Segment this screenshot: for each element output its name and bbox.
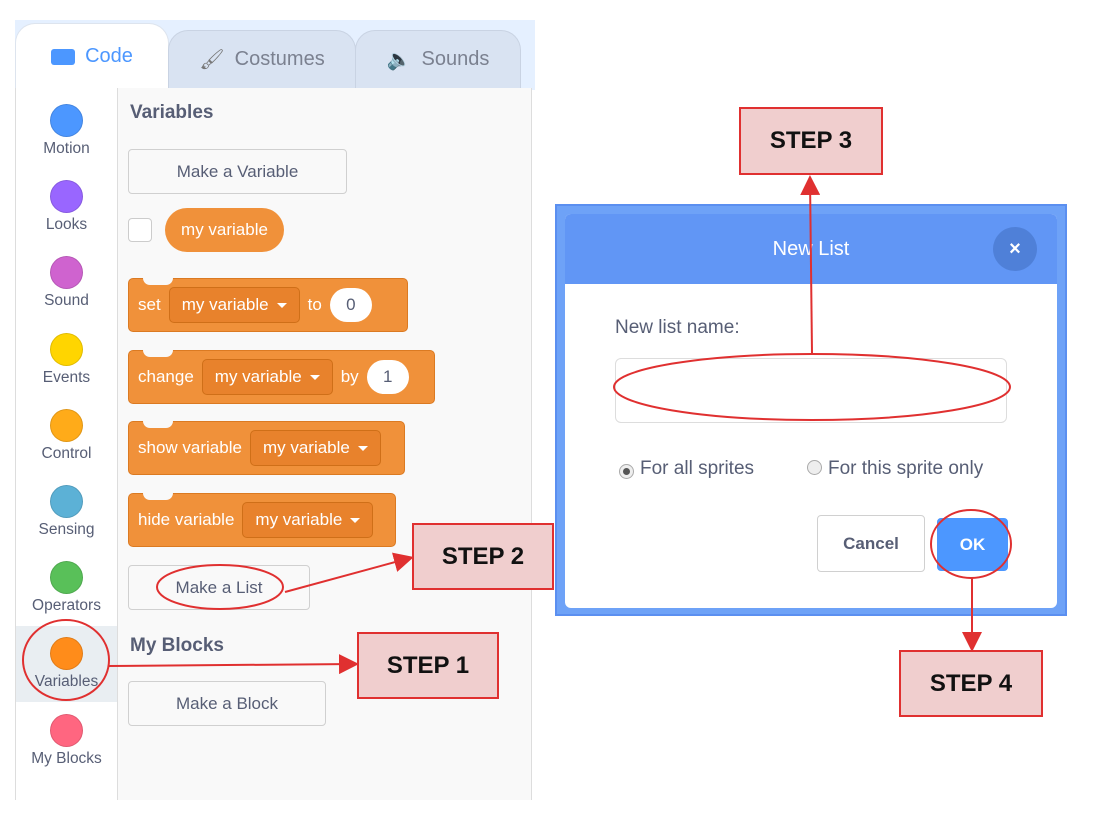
category-my-blocks[interactable]: My Blocks <box>16 703 117 779</box>
variables-highlight <box>22 619 110 701</box>
step1-label: STEP 1 <box>357 632 499 699</box>
category-dot-icon <box>50 637 83 671</box>
set-variable-block[interactable]: set my variable to 0 <box>128 278 408 332</box>
variable-dropdown[interactable]: my variable <box>168 287 300 323</box>
my-blocks-heading: My Blocks <box>130 635 224 656</box>
category-dot-icon <box>50 485 83 518</box>
radio-all-sprites[interactable]: For all sprites <box>619 458 754 480</box>
category-dot-icon <box>50 408 83 442</box>
radio-this-sprite[interactable]: For this sprite only <box>807 458 983 480</box>
brush-icon: 🖌 <box>199 49 225 71</box>
category-motion[interactable]: Motion <box>16 93 117 169</box>
variable-dropdown[interactable]: my variable <box>201 359 333 395</box>
value-input[interactable]: 0 <box>329 288 372 322</box>
change-variable-block[interactable]: change my variable by 1 <box>128 350 435 404</box>
cancel-button[interactable]: Cancel <box>817 515 925 572</box>
list-name-input[interactable] <box>615 358 1007 423</box>
radio-selected-icon <box>619 464 634 479</box>
dropdown-arrow-icon <box>357 445 368 451</box>
variable-dropdown[interactable]: my variable <box>242 502 374 538</box>
category-control[interactable]: Control <box>16 398 117 474</box>
category-variables[interactable]: Variables <box>16 626 117 703</box>
close-icon: × <box>1009 237 1021 260</box>
step2-arrow <box>284 552 414 593</box>
ok-button[interactable]: OK <box>937 518 1008 571</box>
radio-unselected-icon <box>807 460 822 475</box>
tab-sounds[interactable]: 🔈 Sounds <box>355 30 521 88</box>
step3-arrow <box>800 175 821 354</box>
category-dot-icon <box>50 256 83 290</box>
category-looks[interactable]: Looks <box>16 169 117 245</box>
step1-arrow <box>107 654 359 675</box>
category-dot-icon <box>50 332 83 366</box>
ok-highlight <box>930 509 1012 579</box>
category-dot-icon <box>50 104 83 137</box>
dropdown-arrow-icon <box>276 302 287 308</box>
step4-label: STEP 4 <box>899 650 1043 717</box>
hide-variable-block[interactable]: hide variable my variable <box>128 493 396 547</box>
code-icon <box>51 48 76 65</box>
my-variable-reporter[interactable]: my variable <box>165 208 284 252</box>
step2-label: STEP 2 <box>412 523 554 590</box>
variable-dropdown[interactable]: my variable <box>249 430 381 466</box>
step3-label: STEP 3 <box>739 107 883 175</box>
category-sound[interactable]: Sound <box>16 245 117 321</box>
show-variable-block[interactable]: show variable my variable <box>128 421 405 475</box>
category-events[interactable]: Events <box>16 322 117 398</box>
value-input[interactable]: 1 <box>366 360 409 394</box>
category-dot-icon <box>50 561 83 595</box>
category-operators[interactable]: Operators <box>16 550 117 626</box>
list-name-label: New list name: <box>615 317 740 338</box>
close-button[interactable]: × <box>993 227 1037 271</box>
make-variable-button[interactable]: Make a Variable <box>128 149 347 194</box>
make-block-button[interactable]: Make a Block <box>128 681 326 726</box>
block-palette: Variables Make a Variable my variable se… <box>118 88 532 800</box>
dropdown-arrow-icon <box>350 517 361 523</box>
dropdown-arrow-icon <box>309 374 320 380</box>
category-dot-icon <box>50 180 83 214</box>
variables-heading: Variables <box>130 102 214 123</box>
input-highlight <box>613 353 1011 421</box>
make-list-highlight <box>156 564 284 610</box>
make-list-button[interactable]: Make a List <box>128 565 310 610</box>
tab-code[interactable]: Code <box>15 23 169 89</box>
speaker-icon: 🔈 <box>386 49 412 71</box>
category-dot-icon <box>50 713 83 747</box>
variable-checkbox[interactable] <box>128 218 152 242</box>
editor-tabs: Code 🖌 Costumes 🔈 Sounds <box>15 20 535 90</box>
category-sensing[interactable]: Sensing <box>16 474 117 550</box>
